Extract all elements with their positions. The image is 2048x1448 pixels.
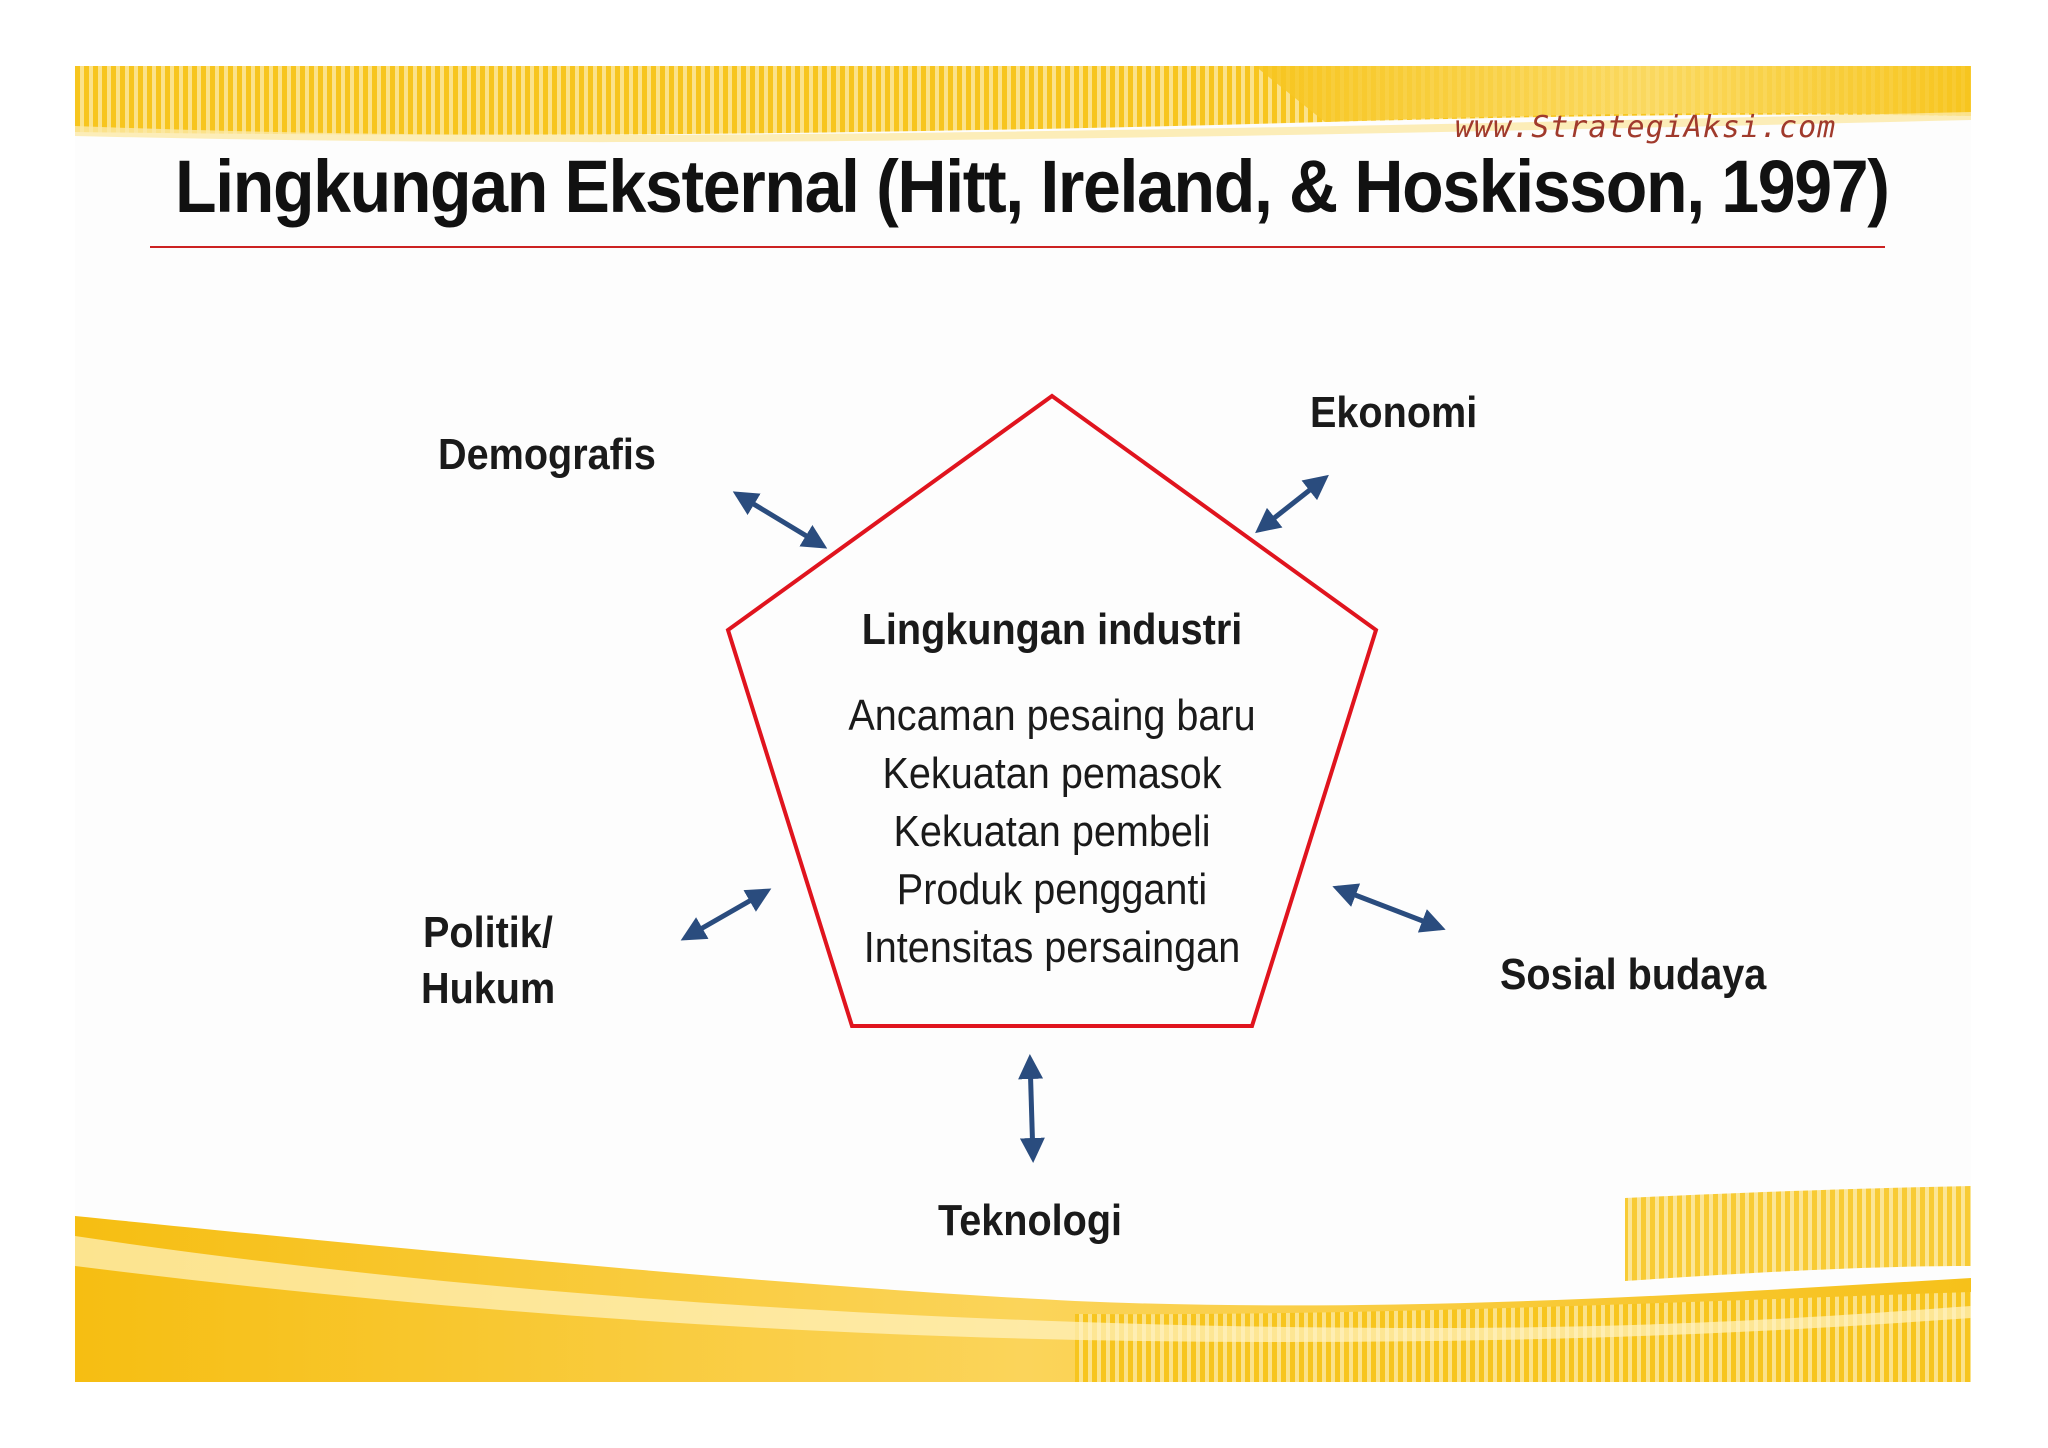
industry-item: Produk pengganti: [896, 865, 1208, 914]
arrow-demografis: [732, 491, 828, 549]
industry-item: Kekuatan pemasok: [882, 749, 1222, 798]
industry-pentagon: [725, 393, 1379, 1028]
top-band: [75, 66, 1971, 143]
industry-item: Ancaman pesaing baru: [848, 691, 1256, 740]
industry-item: Intensitas persaingan: [863, 923, 1241, 972]
arrow-ekonomi: [1255, 474, 1329, 534]
factor-politik-line1: Politik/: [423, 908, 553, 957]
decorative-bands: [75, 66, 1971, 1382]
industry-heading: Lingkungan industri: [861, 605, 1243, 654]
arrow-sosial-budaya: [1332, 883, 1446, 933]
industry-environment-block: Lingkungan industri Ancaman pesaing baru…: [742, 601, 1362, 977]
factor-politik-line2: Hukum: [421, 964, 556, 1013]
watermark-url: www.StrategiAksi.com: [1455, 110, 1837, 145]
factor-sosial-budaya: Sosial budaya: [1500, 950, 1767, 999]
arrow-teknologi: [1018, 1054, 1045, 1163]
factor-demografis: Demografis: [438, 430, 656, 479]
bottom-band: [75, 1186, 1971, 1382]
arrow-politik-hukum: [680, 888, 772, 941]
industry-item: Kekuatan pembeli: [893, 807, 1211, 856]
factor-teknologi: Teknologi: [938, 1196, 1123, 1245]
slide: www.StrategiAksi.com Lingkungan Eksterna…: [75, 66, 1971, 1382]
slide-title: Lingkungan Eksternal (Hitt, Ireland, & H…: [175, 145, 1890, 228]
factor-ekonomi: Ekonomi: [1310, 388, 1478, 437]
title-divider: [150, 246, 1885, 248]
